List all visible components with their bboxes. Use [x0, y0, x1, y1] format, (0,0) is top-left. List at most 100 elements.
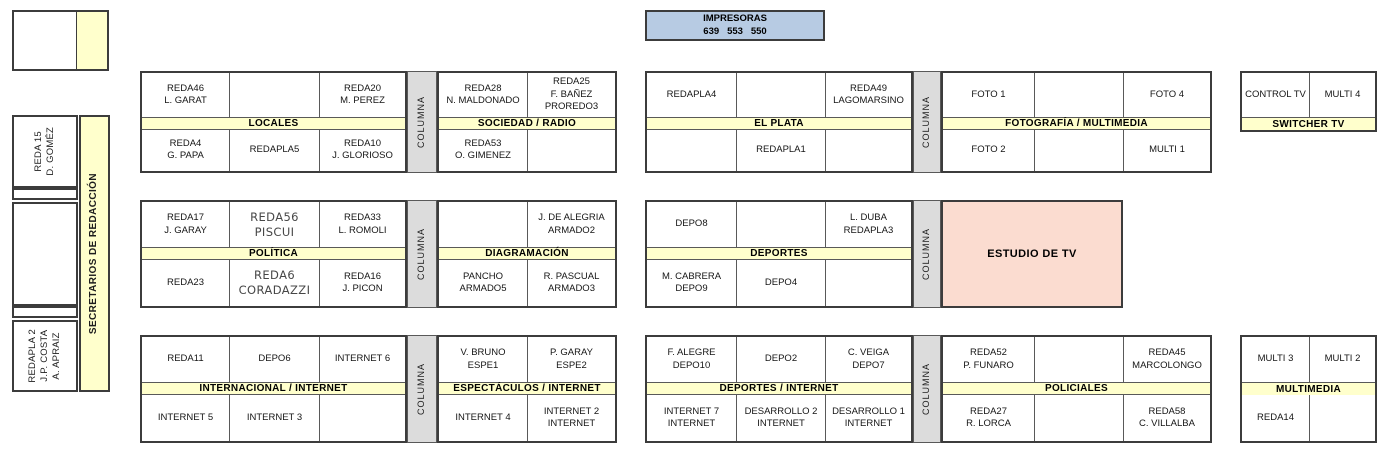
- desk-cell: REDA4 G. PAPA: [142, 129, 230, 171]
- desk-cell: REDA6 CORADAZZI: [230, 260, 320, 306]
- desk-cell: REDA46 L. GARAT: [142, 73, 230, 117]
- desk-cell: REDA27 R. LORCA: [943, 395, 1035, 441]
- desk-cell: MULTI 2: [1324, 353, 1361, 365]
- desk-spacer-1: [12, 188, 78, 200]
- desk-cell: MULTI 1: [1149, 144, 1185, 156]
- desk-cell-empty: [320, 395, 405, 441]
- desk-cell: F. ALEGRE DEPO10: [647, 337, 737, 383]
- desk-cell: REDAPLA5: [230, 129, 320, 171]
- columna-strip: COLUMNA: [913, 71, 941, 173]
- columna-strip: COLUMNA: [913, 200, 941, 308]
- tv-studio-room: ESTUDIO DE TV: [941, 200, 1123, 308]
- section-band-locales: LOCALES: [142, 116, 405, 130]
- desk-cell: PANCHO ARMADO5: [439, 260, 528, 306]
- block-locales: REDA46 L. GARAT REDA20 M. PEREZ LOCALES …: [140, 71, 407, 173]
- desk-cell: REDA23: [142, 260, 230, 306]
- block-switcher-tv: CONTROL TV MULTI 4 SWITCHER TV: [1240, 71, 1377, 132]
- desk-cell-empty: [1035, 73, 1124, 117]
- desk-cell: DEPO2: [737, 337, 826, 383]
- top-left-room: [12, 10, 109, 71]
- columna-strip: COLUMNA: [913, 335, 941, 443]
- desk-cell: REDA49 LAGOMARSINO: [833, 82, 904, 106]
- desk-cell: REDA52 P. FUNARO: [943, 337, 1035, 383]
- desk-cell: V. BRUNO ESPE1: [439, 337, 528, 383]
- desk-cell: INTERNET 5: [142, 395, 230, 441]
- block-sociedad-radio: REDA28 N. MALDONADO REDA25 F. BAÑEZ PROR…: [437, 71, 617, 173]
- desk-cell: DEPO6: [230, 337, 320, 383]
- desk-cell: DESARROLLO 1 INTERNET: [832, 405, 905, 429]
- desk-cell: REDA28 N. MALDONADO: [439, 73, 528, 117]
- desk-cell: C. VEIGA DEPO7: [847, 347, 890, 371]
- desk-cell: INTERNET 7 INTERNET: [647, 395, 737, 441]
- desk-cell: P. GARAY ESPE2: [550, 347, 593, 371]
- desk-cell-empty: [647, 129, 737, 171]
- block-deportes: DEPO8 L. DUBA REDAPLA3 DEPORTES M. CABRE…: [645, 200, 913, 308]
- section-band-switcher-tv: SWITCHER TV: [1242, 117, 1375, 130]
- columna-label: COLUMNA: [921, 227, 932, 280]
- columna-label: COLUMNA: [416, 362, 427, 415]
- desk-cell: REDA10 J. GLORIOSO: [332, 138, 393, 162]
- columna-strip: COLUMNA: [407, 335, 437, 443]
- secretarios-strip: SECRETARIOS DE REDACCIÓN: [79, 115, 110, 392]
- desk-cell-empty: [737, 73, 826, 117]
- block-diagramacion: J. DE ALEGRIA ARMADO2 DIAGRAMACIÓN PANCH…: [437, 200, 617, 308]
- block-fotografia-multimedia: FOTO 1 FOTO 4 FOTOGRAFÍA / MULTIMEDIA FO…: [941, 71, 1212, 173]
- desk-cell: DEPO4: [737, 260, 826, 306]
- desk-cell: REDA33 L. ROMOLI: [338, 212, 387, 236]
- desk-cell: REDA58 C. VILLALBA: [1139, 405, 1195, 429]
- section-band-fotografia-multimedia: FOTOGRAFÍA / MULTIMEDIA: [943, 116, 1210, 130]
- desk-cell: REDA56 PISCUI: [230, 202, 320, 248]
- desk-cell-empty: [1310, 395, 1375, 441]
- desk-cell: REDAPLA1: [737, 129, 826, 171]
- section-band-politica: POLÍTICA: [142, 247, 405, 261]
- desk-cell: FOTO 1: [943, 73, 1035, 117]
- block-politica: REDA17 J. GARAY REDA56 PISCUI REDA33 L. …: [140, 200, 407, 308]
- block-policiales: REDA52 P. FUNARO REDA45 MARCOLONGO POLIC…: [941, 335, 1212, 443]
- desk-cell-empty: [826, 130, 911, 171]
- desk-cell: REDA17 J. GARAY: [142, 202, 230, 248]
- desk-cell: REDA53 O. GIMENEZ: [439, 129, 528, 171]
- desk-cell-empty: [1035, 129, 1124, 171]
- desk-cell: M. CABRERA DEPO9: [647, 260, 737, 306]
- section-band-diagramacion: DIAGRAMACIÓN: [439, 247, 615, 261]
- desk-cell-empty: [528, 130, 615, 171]
- desk-redapla2: REDAPLA 2 J.P. COSTA A. APRAIZ: [12, 320, 78, 392]
- block-internacional-internet: REDA11 DEPO6 INTERNET 6 INTERNACIONAL / …: [140, 335, 407, 443]
- section-band-deportes: DEPORTES: [647, 247, 911, 261]
- desk-cell: REDA11: [142, 337, 230, 383]
- desk-cell: REDA14: [1242, 395, 1310, 441]
- desk-cell: INTERNET 2 INTERNET: [543, 405, 600, 429]
- desk-cell: J. DE ALEGRIA ARMADO2: [538, 212, 605, 236]
- desk-cell: DESARROLLO 2 INTERNET: [737, 395, 826, 441]
- desk-cell: REDA20 M. PEREZ: [340, 82, 385, 106]
- columna-strip: COLUMNA: [407, 200, 437, 308]
- desk-reda15-label: REDA 15 D. GOMÉZ: [33, 127, 56, 176]
- desk-cell: R. PASCUAL ARMADO3: [543, 270, 600, 294]
- desk-cell: CONTROL TV: [1242, 73, 1310, 117]
- section-band-el-plata: EL PLATA: [647, 116, 911, 130]
- desk-cell: REDA45 MARCOLONGO: [1132, 347, 1202, 371]
- desk-cell: INTERNET 4: [439, 395, 528, 441]
- desk-cell: DEPO8: [647, 202, 737, 248]
- section-band-deportes-internet: DEPORTES / INTERNET: [647, 382, 911, 396]
- desk-cell: FOTO 4: [1149, 88, 1185, 100]
- top-left-room-yellow: [77, 12, 107, 69]
- desk-cell-empty: [826, 260, 911, 306]
- section-band-internacional-internet: INTERNACIONAL / INTERNET: [142, 382, 405, 396]
- desk-cell: FOTO 2: [943, 129, 1035, 171]
- desk-cell-empty: [439, 202, 528, 248]
- block-deportes-internet: F. ALEGRE DEPO10 DEPO2 C. VEIGA DEPO7 DE…: [645, 335, 913, 443]
- printers-box: IMPRESORAS 639 553 550: [645, 10, 825, 41]
- section-band-policiales: POLICIALES: [943, 382, 1210, 396]
- columna-label: COLUMNA: [416, 95, 427, 148]
- desk-reda15: REDA 15 D. GOMÉZ: [12, 115, 78, 188]
- desk-spacer-2: [12, 306, 78, 318]
- desk-cell: REDA16 J. PICON: [342, 270, 383, 294]
- desk-cell: INTERNET 3: [230, 395, 320, 441]
- columna-strip: COLUMNA: [407, 71, 437, 173]
- block-multimedia: MULTI 3 MULTI 2 MULTIMEDIA REDA14: [1240, 335, 1377, 443]
- section-band-multimedia: MULTIMEDIA: [1242, 382, 1375, 396]
- secretarios-label: SECRETARIOS DE REDACCIÓN: [88, 172, 100, 335]
- desk-empty-large: [12, 202, 78, 306]
